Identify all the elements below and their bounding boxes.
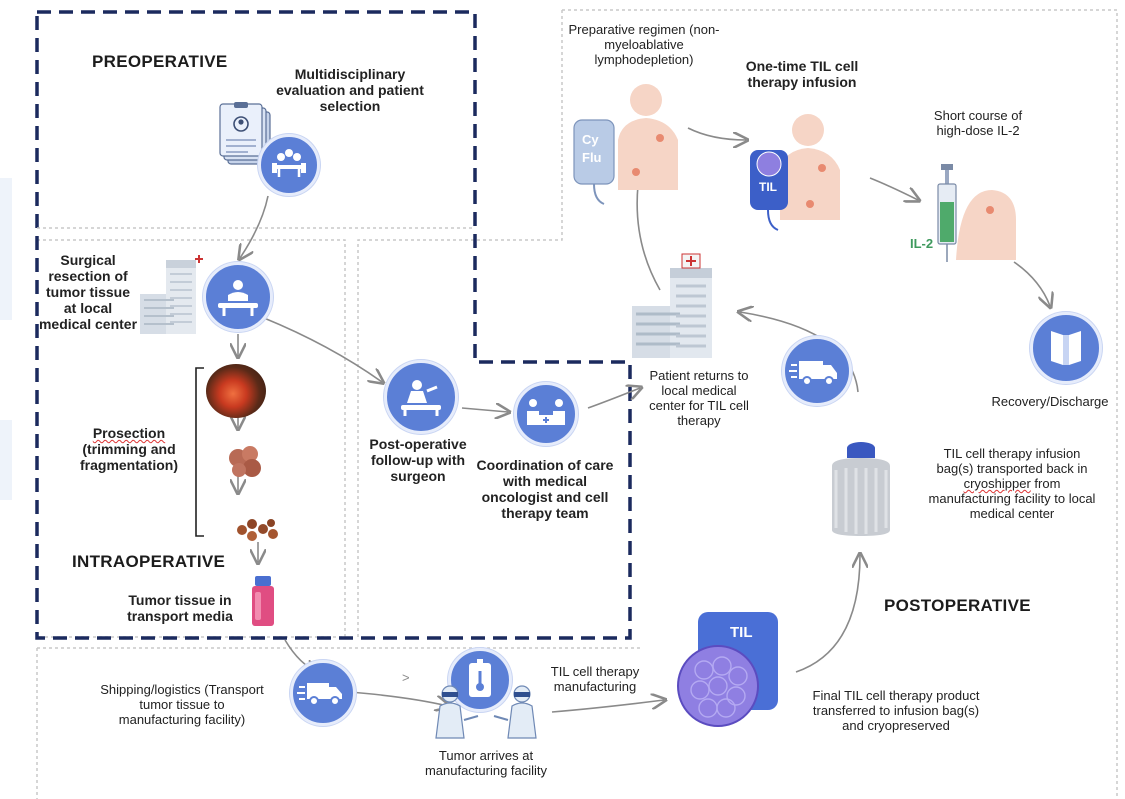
til-small-label: TIL [759, 180, 777, 194]
care-team-icon [514, 382, 578, 446]
til-bag-small-icon: TIL [748, 146, 790, 232]
preoperative-dashed-boundary [35, 10, 632, 640]
step-multidisciplinary: Multidisciplinary evaluation and patient… [276, 66, 424, 114]
flow-chevron: > [402, 670, 410, 685]
meeting-icon [258, 134, 320, 196]
side-tab-bottom [0, 420, 12, 500]
step-transport-back: TIL cell therapy infusion bag(s) transpo… [924, 446, 1100, 521]
step-recovery: Recovery/Discharge [991, 394, 1109, 409]
transport-back-text-1: TIL cell therapy infusion bag(s) transpo… [936, 446, 1088, 476]
step-post-op-followup: Post-operative follow-up with surgeon [369, 436, 467, 484]
prosection-title: Prosection [92, 425, 166, 441]
step-il2-course: Short course of high-dose IL-2 [933, 108, 1023, 138]
step-final-product: Final TIL cell therapy product transferr… [812, 688, 980, 733]
patient-body-2-icon [770, 110, 850, 220]
shipping-truck-icon [290, 660, 356, 726]
patient-body-3-icon [950, 160, 1020, 260]
cy-flu-bag-icon: Cy Flu [572, 119, 616, 206]
return-truck-icon [782, 336, 852, 406]
manufacturing-facility-icon [448, 648, 512, 712]
tumor-tissue-photo [206, 364, 266, 418]
step-prosection: Prosection (trimming and fragmentation) [66, 425, 192, 473]
post-op-patient-icon [384, 360, 458, 434]
transport-media-vial-icon [250, 576, 276, 628]
cy-label: Cy [582, 132, 599, 147]
step-manufacturing: TIL cell therapy manufacturing [550, 664, 640, 694]
postop-dotted-region [562, 9, 1118, 797]
step-preparative: Preparative regimen (non-myeloablative l… [568, 22, 720, 67]
prosection-detail: (trimming and fragmentation) [80, 441, 178, 473]
side-tab-top [0, 178, 12, 320]
step-tumor-transport: Tumor tissue in transport media [127, 592, 233, 624]
intraop-bracket [195, 367, 204, 537]
step-surgical-resection: Surgical resection of tumor tissue at lo… [38, 252, 138, 332]
flu-label: Flu [582, 150, 602, 165]
flow-arrows [238, 128, 1050, 713]
phase-postoperative: POSTOPERATIVE [884, 596, 1031, 615]
phase-intraoperative: INTRAOPERATIVE [72, 552, 226, 571]
step-one-time-infusion: One-time TIL cell therapy infusion [745, 58, 859, 90]
il2-label: IL-2 [910, 236, 934, 251]
step-tumor-arrives: Tumor arrives at manufacturing facility [424, 748, 548, 778]
til-bag-large-icon: TIL [672, 612, 794, 732]
phase-preoperative: PREOPERATIVE [92, 52, 228, 71]
transport-back-text-3: from manufacturing facility to local med… [928, 476, 1096, 521]
step-shipping: Shipping/logistics (Transport tumor tiss… [100, 682, 264, 727]
til-large-label: TIL [730, 624, 753, 641]
lab-technicians-icon [430, 680, 542, 740]
patient-records-icon [219, 102, 278, 168]
hospital-building-icon [140, 250, 212, 334]
il2-syringe-icon [932, 164, 962, 264]
transport-back-cryoshipper: cryoshipper [963, 476, 1031, 491]
cryoshipper-icon [828, 440, 894, 536]
step-coordination: Coordination of care with medical oncolo… [476, 457, 614, 521]
medical-center-building-icon [632, 250, 742, 360]
surgery-icon [203, 262, 273, 332]
patient-body-1-icon [608, 80, 688, 190]
tumor-fragments-small-icon [236, 516, 280, 544]
tumor-fragment-large-icon [226, 444, 264, 480]
recovery-door-icon [1030, 312, 1102, 384]
step-patient-returns: Patient returns to local medical center … [649, 368, 749, 428]
